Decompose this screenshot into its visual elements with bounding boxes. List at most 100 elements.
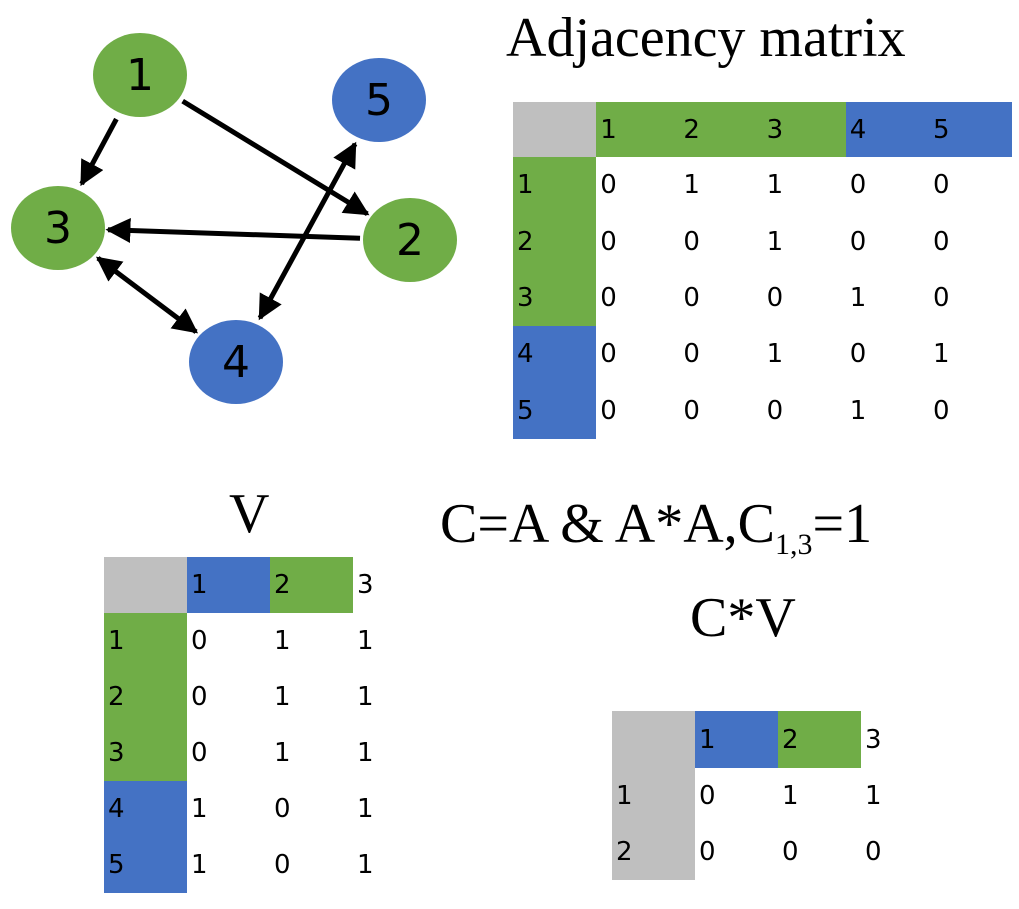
graph-node-1: 1: [93, 33, 187, 117]
column-header-text: 3: [357, 570, 374, 600]
matrix-cell-text: 1: [191, 794, 208, 824]
matrix-cell-text: 0: [782, 837, 799, 867]
matrix-cell-text: 0: [766, 395, 784, 426]
matrix-cell: 1: [187, 837, 270, 893]
node-label: 5: [365, 75, 393, 126]
corner-cell: [104, 557, 187, 613]
column-header-text: 1: [600, 114, 617, 145]
row-header-text: 5: [517, 395, 534, 426]
row-header-text: 2: [616, 837, 633, 867]
matrix-cell: 1: [846, 383, 929, 439]
matrix-cell-text: 1: [357, 794, 374, 824]
row-header: 2: [612, 824, 695, 880]
matrix-cell: 0: [679, 270, 762, 326]
matrix-cell: 0: [679, 383, 762, 439]
matrix-cell: 0: [778, 824, 861, 880]
matrix-cell: 1: [846, 270, 929, 326]
row-header: 4: [104, 781, 187, 837]
column-header: 4: [845, 102, 929, 157]
edge-3-4: [95, 256, 199, 334]
column-header: 1: [187, 557, 270, 613]
matrix-cell: 0: [596, 270, 679, 326]
column-header: 3: [861, 711, 944, 768]
matrix-cell-text: 1: [357, 682, 374, 712]
matrix-cell-text: 1: [274, 738, 291, 768]
matrix-cell-text: 1: [357, 738, 374, 768]
edge-1-3: [79, 117, 119, 187]
matrix-cell: 1: [270, 725, 353, 781]
node-label: 2: [396, 215, 424, 266]
v-matrix-title: V: [229, 483, 270, 545]
column-header: 2: [778, 711, 861, 768]
matrix-cell-text: 0: [699, 781, 716, 811]
matrix-cell: 1: [353, 781, 436, 837]
matrix-cell-text: 0: [849, 339, 867, 370]
edge-2-3: [105, 217, 361, 243]
matrix-cell-text: 0: [191, 626, 208, 656]
matrix-cell-text: 0: [766, 282, 784, 313]
cv-title: C*V: [690, 587, 796, 649]
matrix-cell: 0: [846, 157, 929, 213]
corner-cell: [612, 711, 695, 768]
column-header-text: 4: [849, 114, 867, 145]
matrix-cell-text: 0: [865, 837, 882, 867]
directed-graph: 1 2 3 4 5: [11, 33, 457, 404]
matrix-cell: 0: [695, 824, 778, 880]
row-header: 2: [513, 213, 597, 270]
matrix-cell: 1: [353, 837, 436, 893]
matrix-cell: 0: [929, 270, 1012, 326]
matrix-cell-text: 0: [600, 282, 617, 313]
matrix-cell-text: 0: [274, 794, 291, 824]
matrix-cell-text: 1: [357, 626, 374, 656]
matrix-cell-text: 0: [600, 395, 617, 426]
matrix-cell-text: 0: [600, 226, 617, 257]
matrix-cell: 0: [187, 669, 270, 725]
graph-node-5: 5: [332, 58, 426, 142]
row-header-text: 1: [108, 626, 125, 656]
matrix-cell: 0: [929, 157, 1012, 213]
formula-subscript: 1,3: [775, 528, 813, 562]
matrix-cell: 0: [270, 781, 353, 837]
column-header-text: 3: [865, 724, 882, 755]
matrix-cell: 0: [846, 326, 929, 382]
matrix-cell: 1: [187, 781, 270, 837]
row-header-text: 2: [517, 226, 534, 257]
matrix-cell-text: 1: [766, 226, 784, 257]
matrix-cell-text: 1: [766, 170, 784, 201]
formula-text: C=A & A*A,C1,3=1: [440, 496, 872, 560]
matrix-cell-text: 0: [683, 282, 700, 313]
column-header: 1: [596, 102, 680, 157]
column-header: 2: [679, 102, 763, 157]
matrix-cell-text: 0: [933, 395, 950, 426]
graph-node-4: 4: [189, 320, 283, 404]
matrix-cell: 1: [270, 669, 353, 725]
matrix-cell: 0: [596, 383, 679, 439]
matrix-cell-text: 0: [699, 837, 716, 867]
matrix-cell: 0: [861, 824, 944, 880]
row-header-text: 1: [517, 170, 534, 201]
matrix-cell: 1: [763, 157, 846, 213]
row-header: 2: [104, 669, 187, 725]
matrix-cell-text: 0: [933, 226, 950, 257]
matrix-cell-text: 1: [782, 781, 799, 811]
column-header-text: 5: [933, 114, 950, 145]
matrix-cell: 1: [763, 213, 846, 269]
matrix-cell-text: 0: [683, 339, 700, 370]
node-circle: [363, 198, 457, 282]
row-header-text: 4: [517, 339, 534, 370]
matrix-cell-text: 1: [357, 850, 374, 880]
matrix-cell-text: 0: [274, 850, 291, 880]
node-label: 3: [44, 203, 72, 254]
matrix-cell-text: 0: [683, 226, 700, 257]
column-header-text: 2: [782, 724, 799, 755]
node-circle: [189, 320, 283, 404]
edge-4-5: [257, 141, 358, 321]
matrix-cell: 0: [929, 383, 1012, 439]
row-header: 3: [513, 269, 597, 327]
row-header: 5: [104, 837, 187, 893]
matrix-cell: 1: [861, 768, 944, 824]
row-header-text: 3: [517, 282, 534, 313]
matrix-cell: 0: [846, 213, 929, 269]
